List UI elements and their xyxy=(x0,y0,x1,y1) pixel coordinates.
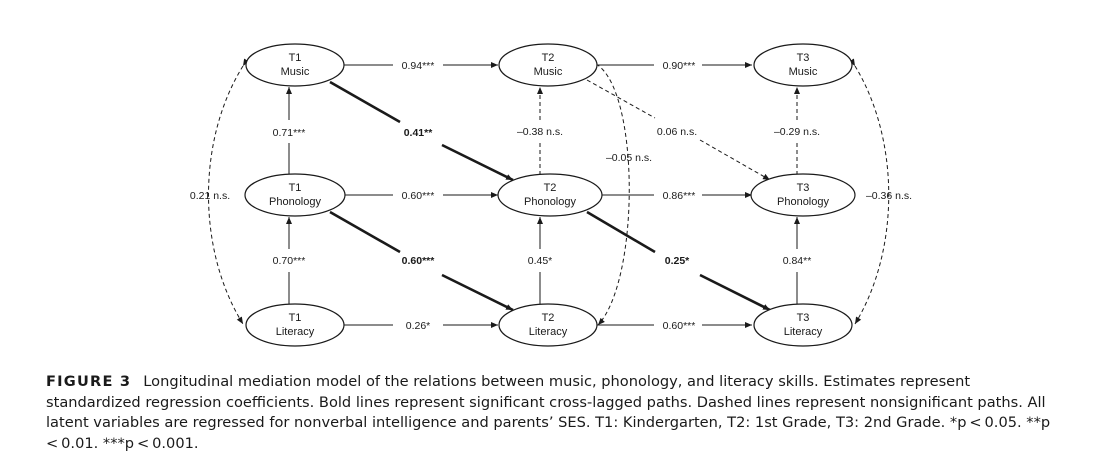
node-t2-phonology-construct: Phonology xyxy=(524,196,576,208)
coef-t3p-t3l: 0.84** xyxy=(783,255,812,267)
node-t3-music-construct: Music xyxy=(789,66,818,78)
coef-t1l-t2l: 0.26* xyxy=(406,320,431,332)
figure-label: FIGURE 3 xyxy=(46,373,132,390)
node-t2-phonology: T2 Phonology xyxy=(497,173,603,217)
node-t3-music: T3 Music xyxy=(753,43,853,87)
coef-t3m-t3l: –0.36 n.s. xyxy=(866,190,912,202)
path-t2-music-to-t2-literacy xyxy=(595,63,630,326)
node-t1-phonology-construct: Phonology xyxy=(269,196,321,208)
node-t1-music-time: T1 xyxy=(289,52,302,64)
coef-t2m-t3m: 0.90*** xyxy=(663,60,696,72)
node-t2-literacy-construct: Literacy xyxy=(529,326,568,338)
path-t1-phonology-to-t2-literacy xyxy=(329,210,401,254)
path-t2-phonology-to-t3-literacy-arrow xyxy=(699,273,771,312)
path-t3-music-to-t3-literacy xyxy=(848,58,890,325)
node-t2-literacy-time: T2 xyxy=(542,312,555,324)
coef-t1m-t2m: 0.94*** xyxy=(402,60,435,72)
node-t2-phonology-time: T2 xyxy=(544,182,557,194)
node-t2-music: T2 Music xyxy=(498,43,598,87)
node-t3-literacy: T3 Literacy xyxy=(753,303,853,347)
coef-t2m-t2p: –0.38 n.s. xyxy=(517,126,563,138)
path-t1-music-to-t1-literacy xyxy=(208,58,250,325)
node-t1-literacy-time: T1 xyxy=(289,312,302,324)
node-t1-music: T1 Music xyxy=(245,43,345,87)
coef-t2m-t3p: 0.06 n.s. xyxy=(657,126,697,138)
node-t3-phonology-time: T3 xyxy=(797,182,810,194)
coef-t2p-t3l: 0.25* xyxy=(665,255,690,267)
coef-t1m-t1p: 0.71*** xyxy=(273,127,306,139)
path-t1-music-to-t2-phonology-arrow xyxy=(441,143,514,182)
node-t3-literacy-construct: Literacy xyxy=(784,326,823,338)
path-t1-phonology-to-t2-literacy-arrow xyxy=(441,273,514,312)
coef-t2p-t3p: 0.86*** xyxy=(663,190,696,202)
coef-t1p-t2p: 0.60*** xyxy=(402,190,435,202)
node-t1-music-construct: Music xyxy=(281,66,310,78)
coef-t2p-t2l: 0.45* xyxy=(528,255,553,267)
node-t1-phonology: T1 Phonology xyxy=(244,173,346,217)
node-t2-music-construct: Music xyxy=(534,66,563,78)
node-t2-literacy: T2 Literacy xyxy=(498,303,598,347)
coef-t1p-t1l: 0.70*** xyxy=(273,255,306,267)
path-t2-music-to-t3-phonology-arrow xyxy=(699,139,771,181)
path-diagram: T1 Music T1 Phonology T1 Literacy T2 Mus… xyxy=(190,43,912,347)
coef-t1m-t2p: 0.41** xyxy=(404,127,434,139)
node-t3-phonology-construct: Phonology xyxy=(777,196,829,208)
node-t1-literacy: T1 Literacy xyxy=(245,303,345,347)
node-t2-music-time: T2 xyxy=(542,52,555,64)
coef-t3m-t3p: –0.29 n.s. xyxy=(774,126,820,138)
node-t3-music-time: T3 xyxy=(797,52,810,64)
node-t1-phonology-time: T1 xyxy=(289,182,302,194)
path-t1-music-to-t2-phonology xyxy=(329,80,401,124)
path-t2-phonology-to-t3-literacy xyxy=(586,210,656,254)
node-t3-literacy-time: T3 xyxy=(797,312,810,324)
node-t3-phonology: T3 Phonology xyxy=(750,173,856,217)
coef-t1p-t2l: 0.60*** xyxy=(402,255,436,267)
coef-t1m-t1l: 0.21 n.s. xyxy=(190,190,230,202)
coef-t2l-t3l: 0.60*** xyxy=(663,320,696,332)
figure-caption-text: Longitudinal mediation model of the rela… xyxy=(46,373,1054,452)
path-t2-music-to-t3-phonology xyxy=(586,79,656,119)
node-t1-literacy-construct: Literacy xyxy=(276,326,315,338)
coef-t2m-t2l: –0.05 n.s. xyxy=(606,152,652,164)
